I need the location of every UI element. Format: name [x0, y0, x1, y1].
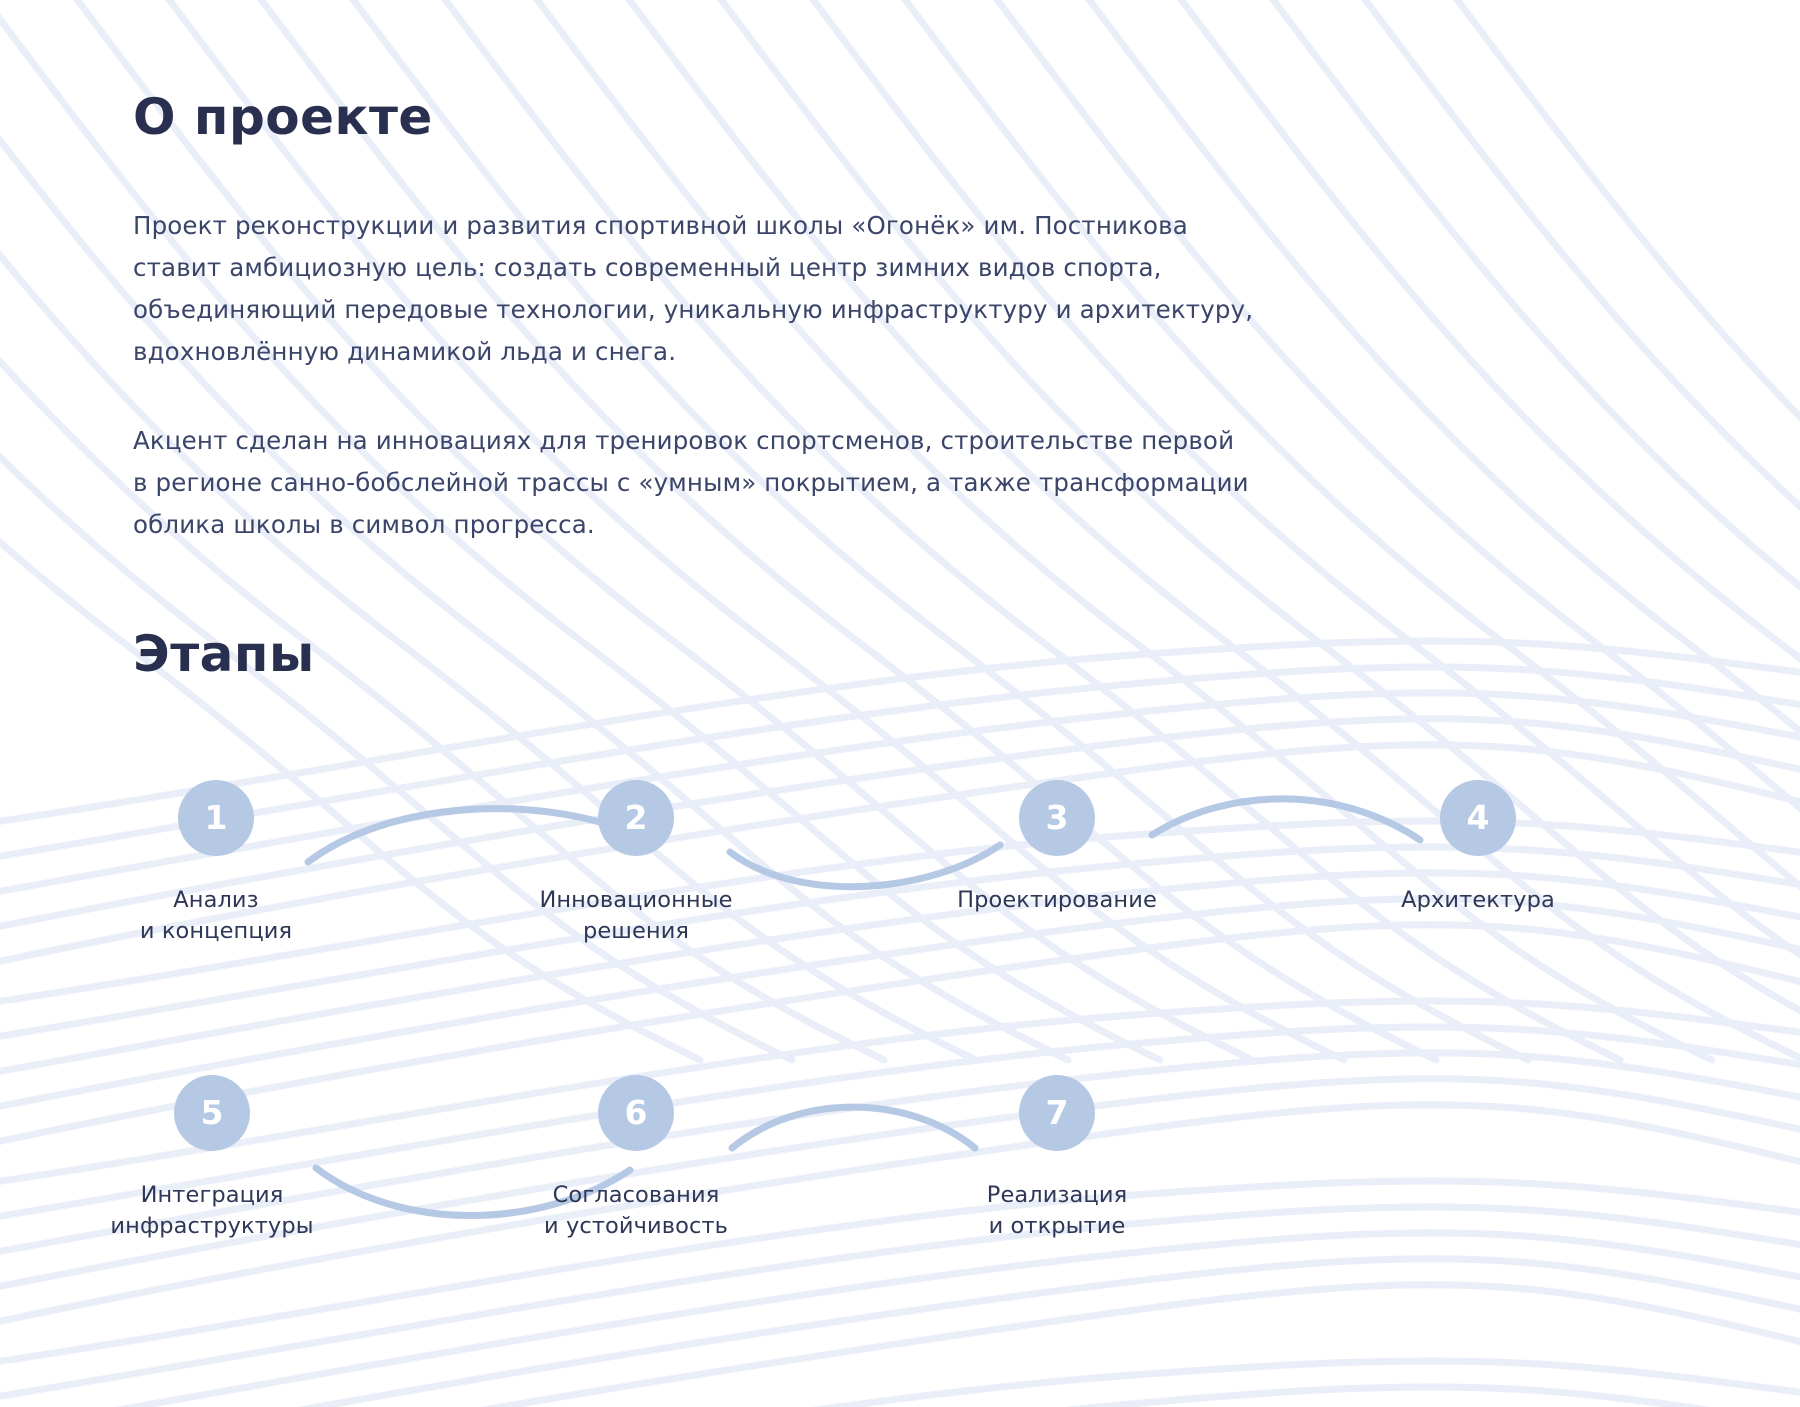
stage-number-badge: 3 [1019, 780, 1095, 856]
stage-label: Интеграция инфраструктуры [110, 1182, 314, 1239]
about-paragraph-1: Проект реконструкции и развития спортивн… [133, 205, 1253, 373]
stage-number-badge: 4 [1440, 780, 1516, 856]
stage-number-badge: 1 [178, 780, 254, 856]
about-paragraph-2: Акцент сделан на инновациях для трениров… [133, 420, 1249, 546]
stage-label: Анализ и концепция [139, 887, 293, 944]
stage-number-badge: 7 [1019, 1075, 1095, 1151]
paragraph-line: в регионе санно-бобслейной трассы с «умн… [133, 468, 1249, 497]
stage-label: Согласования и устойчивость [543, 1182, 729, 1239]
stage-label: Архитектура [1401, 887, 1555, 913]
paragraph-line: ставит амбициозную цель: создать совреме… [133, 253, 1162, 282]
stage-number-badge: 2 [598, 780, 674, 856]
stage-label: Инновационные решения [539, 887, 733, 944]
page-title-about: О проекте [133, 88, 433, 146]
page-title-stages: Этапы [133, 625, 315, 683]
paragraph-line: объединяющий передовые технологии, уника… [133, 295, 1254, 324]
stage-number-badge: 5 [174, 1075, 250, 1151]
stage-number-badge: 6 [598, 1075, 674, 1151]
paragraph-line: Проект реконструкции и развития спортивн… [133, 211, 1188, 240]
paragraph-line: вдохновлённую динамикой льда и снега. [133, 337, 677, 366]
stage-label: Проектирование [957, 887, 1157, 913]
stage-label: Реализация и открытие [986, 1182, 1128, 1239]
paragraph-line: Акцент сделан на инновациях для трениров… [133, 426, 1235, 455]
paragraph-line: облика школы в символ прогресса. [133, 510, 595, 539]
